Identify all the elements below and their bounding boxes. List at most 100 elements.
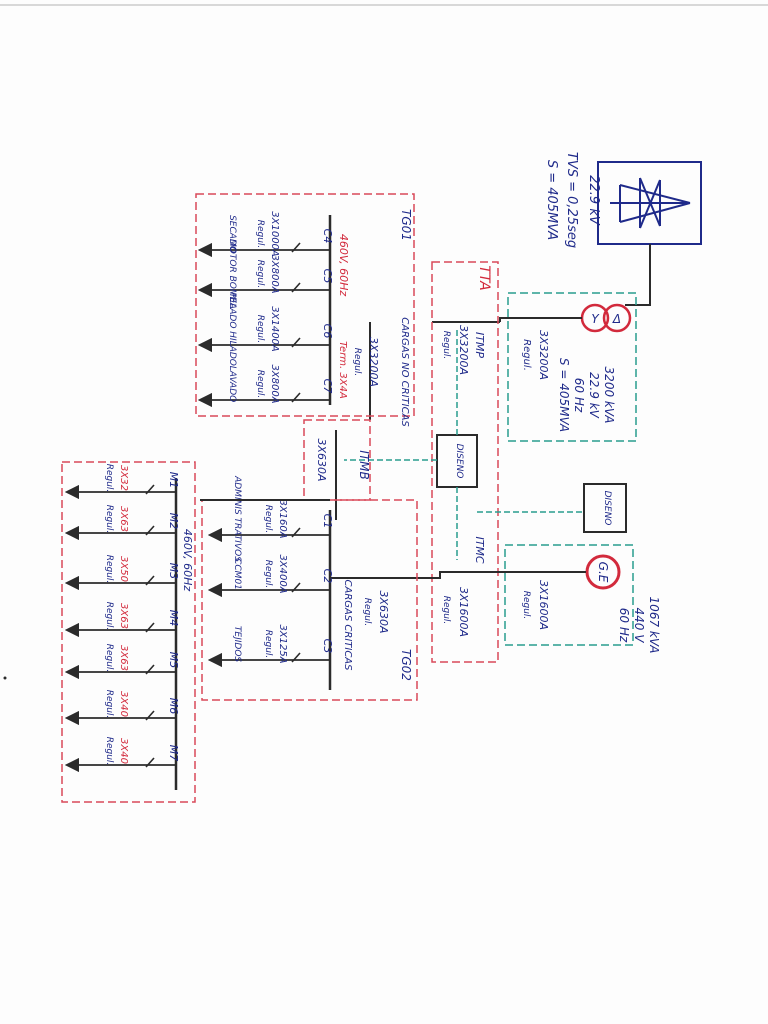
interlock-1-label: DISENO: [454, 444, 464, 479]
breaker-switch-icon: [291, 582, 301, 593]
tg01-breaker-sub: Regul.: [255, 220, 265, 249]
generator-icon: [585, 554, 621, 590]
transformer: Δ Y 3200 kVA 22.9 kV 60 Hz S = 405MVA 3X…: [507, 292, 637, 442]
tg03-circuit-id: M3: [167, 563, 180, 580]
breaker-switch-icon: [291, 652, 301, 663]
tg02-load-label: CCM01: [232, 558, 242, 590]
utility-voltage: 22.9 kV: [586, 175, 601, 226]
breaker-switch-icon: [145, 710, 155, 721]
tg02-breaker-sub: Regul.: [263, 560, 273, 589]
interlock-2-label: DISENO: [602, 491, 612, 526]
itmc-label: ITMC: [473, 536, 486, 563]
tg01-breaker-rating: 3X800A: [269, 364, 280, 403]
tg03-breaker-rating: 3X40: [118, 738, 129, 764]
tg02-title: TG02: [399, 649, 413, 681]
tg03-breaker-rating: 3X32: [118, 465, 129, 491]
tg03-breaker-sub: Regul.: [104, 737, 114, 766]
stray-mark: [3, 676, 7, 680]
tg01-load-label: SECADO: [227, 215, 237, 253]
breaker-switch-icon: [145, 575, 155, 586]
generator-voltage: 440 V: [632, 608, 646, 644]
tg01-load-caption: CARGAS NO CRITICAS: [399, 317, 410, 427]
tg01-breaker-rating: 3X1400A: [269, 306, 280, 352]
generator-breaker-sub: Regul.: [521, 591, 531, 620]
itmp-breaker-sub: Regul.: [441, 331, 451, 360]
generator-label: G.E: [596, 562, 610, 583]
tg01-load-label: PELADO HILADO: [227, 292, 237, 366]
breaker-switch-icon: [291, 282, 301, 293]
tg03-circuit: M3 3X50 Regul.: [64, 555, 180, 591]
transformer-breaker-sub: Regul.: [521, 339, 532, 371]
generator: G.E 1067 kVA 440 V 60 Hz 3X1600A Regul.: [504, 544, 661, 653]
transformer-voltage: 22.9 kV: [587, 372, 601, 418]
tg03-circuit-id: M7: [167, 745, 180, 762]
generator-breaker-rating: 3X1600A: [537, 580, 550, 630]
tg01-circuit-id: C4: [321, 229, 334, 244]
tg03-breaker-sub: Regul.: [104, 555, 114, 584]
tg01-load-label: LAVADO: [227, 366, 237, 402]
tg01-feeder-label: 3X3200A: [367, 337, 380, 387]
itmb-panel: ITMB 3X630A: [303, 419, 371, 501]
breaker-switch-icon: [291, 527, 301, 538]
tg03-dashed-box: [61, 461, 196, 803]
generator-frequency: 60 Hz: [617, 608, 631, 643]
breaker-switch-icon: [145, 664, 155, 675]
tg03-breaker-rating: 3X50: [118, 556, 129, 582]
tg03-circuit-id: M6: [167, 698, 180, 715]
generator-dashed-box: [504, 544, 634, 646]
tta-panel: TTA ITMP 3X3200A Regul. ITMC 3X1600A Reg…: [431, 261, 499, 663]
tg03-breaker-rating: 3X63: [118, 506, 129, 532]
tg01-breaker-sub: Regul.: [255, 315, 265, 344]
itmb-dashed-box: [303, 419, 371, 501]
transformer-short-circuit: S = 405MVA: [557, 358, 571, 432]
tg02-breaker-rating: 3X125A: [277, 624, 288, 663]
interlock-box-2: [583, 483, 627, 533]
tg01-load-label: MOTOR BOMBA: [227, 239, 237, 309]
tg01-circuit-id: C7: [321, 379, 334, 394]
tta-title: TTA: [476, 265, 492, 290]
tg01-circuit-id: C5: [321, 269, 334, 284]
tg01-dashed-box: [195, 193, 415, 417]
tg01-circuits: C43X1000ARegul.SECADOC53X800ARegul.MOTOR…: [197, 211, 334, 408]
breaker-switch-icon: [291, 242, 301, 253]
breaker-switch-icon: [145, 484, 155, 495]
breaker-switch-icon: [291, 337, 301, 348]
tg02-breaker-sub: Regul.: [263, 630, 273, 659]
tg01-feeder-sub: Regul.: [352, 348, 362, 377]
transformer-power: 3200 kVA: [602, 367, 616, 424]
breaker-switch-icon: [145, 757, 155, 768]
tg03-breaker-sub: Regul.: [104, 602, 114, 631]
page-edge-line: [0, 4, 768, 6]
tg01-breaker-sub: Regul.: [255, 370, 265, 399]
tg02-breaker-rating: 3X160A: [277, 499, 288, 538]
tg03-circuits: M13X32Regul.M23X63Regul.M33X50Regul.M43X…: [64, 464, 180, 773]
tg03-circuit-id: M1: [167, 472, 180, 489]
tg03-bus-label: 460V, 60Hz: [181, 529, 194, 592]
itmc-breaker-sub: Regul.: [441, 596, 451, 625]
transformer-breaker-rating: 3X3200A: [537, 330, 550, 380]
breaker-switch-icon: [145, 622, 155, 633]
transformer-dashed-box: [507, 292, 637, 442]
breaker-switch-icon: [291, 392, 301, 403]
breaker-switch-icon: [145, 525, 155, 536]
tg02-load-label: TEJIDOS: [232, 626, 242, 663]
transformer-delta-icon: Δ: [612, 312, 621, 326]
tg01-panel: TG01 460V, 60Hz Term. 3X4A CARGAS NO CRI…: [195, 193, 415, 427]
tg03-circuit-id: M2: [167, 513, 180, 530]
tg01-load-note: Term. 3X4A: [337, 341, 348, 399]
transformer-output-line: [499, 317, 582, 322]
generator-output-line: [330, 571, 586, 579]
tg02-circuit-id: C2: [321, 569, 334, 584]
utility-feed-line: [625, 244, 651, 306]
